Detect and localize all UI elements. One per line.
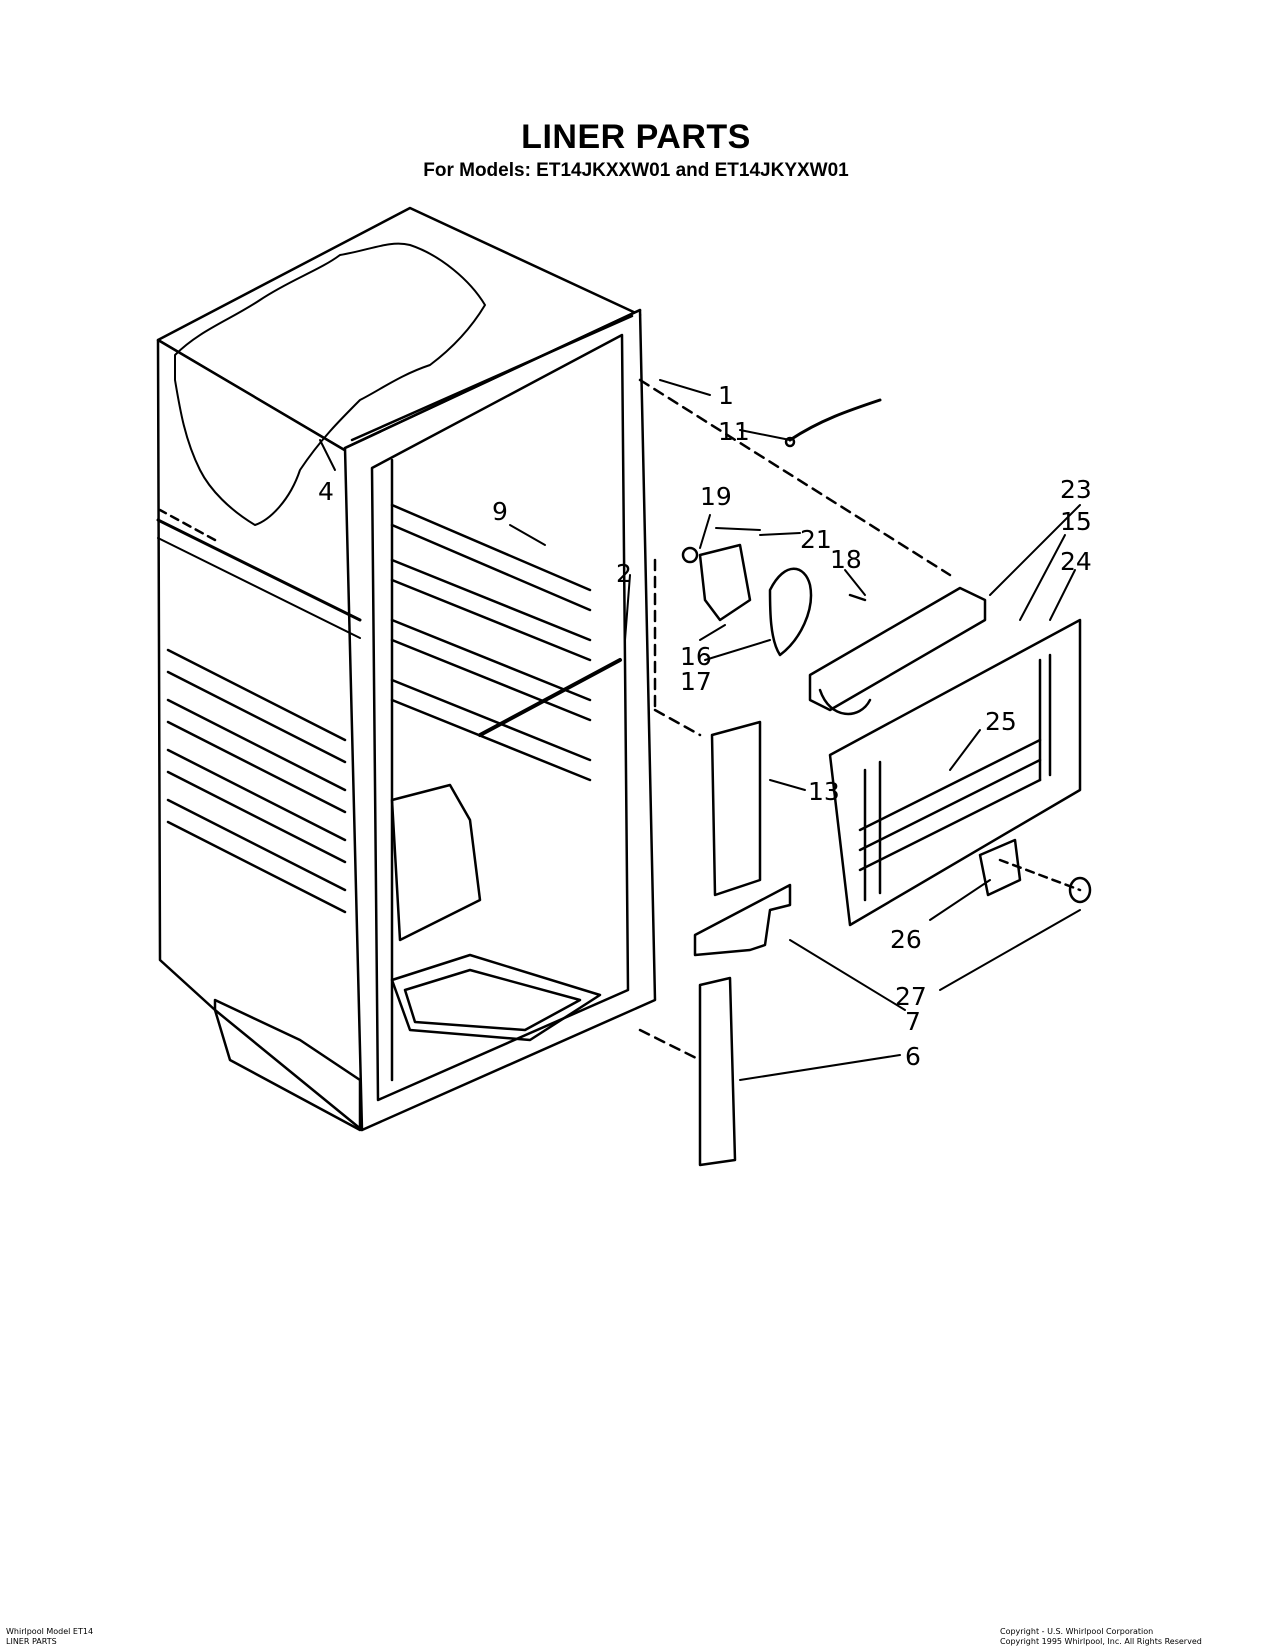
diagram-title: LINER PARTS [521, 118, 751, 156]
footer-left-line1: Whirlpool Model ET14 [6, 1627, 94, 1636]
callout-11: 11 [718, 417, 750, 446]
footer-right-line2: Copyright 1995 Whirlpool, Inc. All Right… [1000, 1637, 1202, 1646]
plate-part [693, 883, 792, 957]
air-duct-part [710, 720, 762, 897]
diagram-subtitle: For Models: ET14JKXXW01 and ET14JKYXW01 [423, 160, 849, 181]
callout-7: 7 [905, 1007, 921, 1036]
footer-right: Copyright - U.S. Whirlpool Corporation C… [1000, 1627, 1260, 1647]
callout-19: 19 [700, 482, 732, 511]
rear-panel-part [828, 618, 1082, 927]
callout-26: 26 [890, 925, 922, 954]
callout-4: 4 [318, 477, 334, 506]
callout-1: 1 [718, 381, 734, 410]
evaporator-cover-part [808, 586, 987, 712]
callout-15: 15 [1060, 507, 1092, 536]
callout-27: 27 [895, 982, 927, 1011]
callout-23: 23 [1060, 475, 1092, 504]
callout-6: 6 [905, 1042, 921, 1071]
fan-assembly [681, 527, 867, 657]
wire-part [788, 398, 882, 442]
callout-24: 24 [1060, 547, 1092, 576]
lower-duct-part [698, 976, 737, 1167]
callout-21: 21 [800, 525, 832, 554]
footer-left: Whirlpool Model ET14 LINER PARTS [6, 1627, 93, 1647]
callout-18: 18 [830, 545, 862, 574]
callout-2: 2 [616, 559, 632, 588]
bracket-part [978, 838, 1022, 897]
callout-9: 9 [492, 497, 508, 526]
callout-16: 16 [680, 642, 712, 671]
callout-25: 25 [985, 707, 1017, 736]
footer-left-line2: LINER PARTS [6, 1637, 57, 1646]
footer-right-line1: Copyright - U.S. Whirlpool Corporation [1000, 1627, 1154, 1636]
cabinet-liner [156, 206, 952, 1132]
callout-13: 13 [808, 777, 840, 806]
callout-17: 17 [680, 667, 712, 696]
